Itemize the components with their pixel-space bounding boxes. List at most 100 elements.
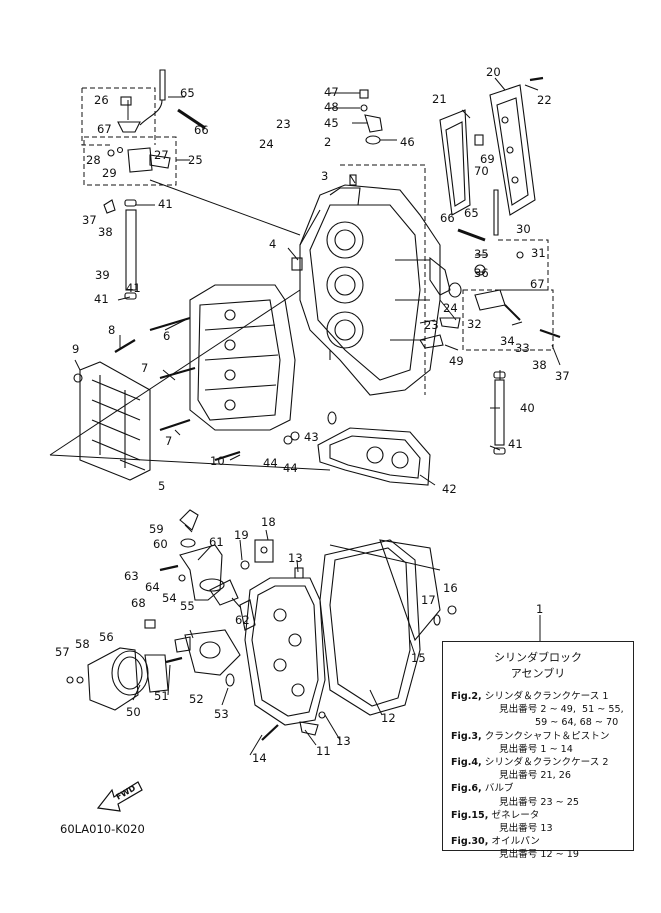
callout-54: 54 [162, 591, 177, 605]
callout-63: 63 [124, 569, 139, 583]
legend-fig: Fig.30, [451, 836, 489, 848]
callout-58: 58 [75, 637, 90, 651]
legend-sub: 見出番号 13 [499, 823, 553, 835]
callout-2: 2 [324, 135, 331, 149]
callout-44: 44 [263, 456, 278, 470]
callout-49: 49 [449, 354, 464, 368]
callout-40: 40 [520, 401, 535, 415]
callout-57: 57 [55, 645, 70, 659]
legend-sub: 見出番号 1 ~ 14 [499, 743, 573, 755]
callout-28: 28 [86, 153, 101, 167]
callout-3: 3 [321, 169, 328, 183]
lower-crankcase-assembly [66, 509, 457, 741]
callout-13: 13 [336, 734, 351, 748]
callout-61: 61 [209, 535, 224, 549]
callout-10: 10 [210, 454, 225, 468]
callout-52: 52 [189, 692, 204, 706]
callout-21: 21 [432, 92, 447, 106]
callout-43: 43 [304, 430, 319, 444]
callout-20: 20 [486, 65, 501, 79]
callout-19: 19 [234, 528, 249, 542]
legend-title: シリンダブロック アセンブリ [443, 650, 633, 682]
legend-desc: シリンダ＆クランクケース 2 [481, 757, 609, 769]
callout-32: 32 [467, 317, 482, 331]
callout-55: 55 [180, 599, 195, 613]
callout-60: 60 [153, 537, 168, 551]
callout-67: 67 [530, 277, 545, 291]
callout-35: 35 [474, 247, 489, 261]
callout-37: 37 [555, 369, 570, 383]
cylinder-block [299, 89, 441, 396]
callout-29: 29 [102, 166, 117, 180]
callout-18: 18 [261, 515, 276, 529]
callout-59: 59 [149, 522, 164, 536]
legend-fig: Fig.3, [451, 730, 482, 742]
callout-22: 22 [537, 93, 552, 107]
callout-67: 67 [97, 122, 112, 136]
callout-16: 16 [443, 581, 458, 595]
legend-desc: バルブ [481, 783, 514, 795]
callout-66: 66 [440, 211, 455, 225]
callout-64: 64 [145, 580, 160, 594]
callout-5: 5 [158, 479, 165, 493]
legend-title-line2: アセンブリ [510, 667, 566, 680]
callout-45: 45 [324, 116, 339, 130]
legend-sub: 見出番号 2 ~ 49, 51 ~ 55, [499, 704, 624, 716]
callout-36: 36 [474, 266, 489, 280]
callout-41: 41 [508, 437, 523, 451]
callout-12: 12 [381, 711, 396, 725]
callout-65: 65 [464, 206, 479, 220]
callout-44: 44 [283, 461, 298, 475]
callout-69: 69 [480, 152, 495, 166]
callout-14: 14 [252, 751, 267, 765]
callout-7: 7 [141, 361, 148, 375]
callout-4: 4 [269, 237, 276, 251]
callout-56: 56 [99, 630, 114, 644]
callout-7: 7 [165, 434, 172, 448]
legend-fig: Fig.6, [451, 783, 482, 795]
callout-8: 8 [108, 323, 115, 337]
callout-23: 23 [424, 318, 439, 332]
callout-25: 25 [188, 153, 203, 167]
callout-6: 6 [163, 329, 170, 343]
callout-38: 38 [532, 358, 547, 372]
callout-11: 11 [316, 744, 331, 758]
legend-row: Fig.15, ゼネレータ見出番号 13 [451, 809, 633, 835]
dashed-group-outlines [81, 87, 554, 395]
fwd-arrow-icon: FWD [96, 781, 143, 812]
exhaust-cover [419, 76, 561, 455]
callout-9: 9 [72, 342, 79, 356]
callout-17: 17 [421, 593, 436, 607]
callout-38: 38 [98, 225, 113, 239]
callout-34: 34 [500, 334, 515, 348]
legend-desc: オイルパン [488, 836, 540, 848]
legend-cont: 59 ~ 64, 68 ~ 70 [535, 717, 619, 729]
callout-48: 48 [324, 100, 339, 114]
callout-50: 50 [126, 705, 141, 719]
callout-39: 39 [95, 268, 110, 282]
callout-30: 30 [516, 222, 531, 236]
legend-row: Fig.6, バルブ見出番号 23 ~ 25 [451, 782, 633, 808]
legend-fig: Fig.15, [451, 809, 489, 821]
callout-37: 37 [82, 213, 97, 227]
legend-title-line1: シリンダブロック [494, 651, 582, 664]
sensor-assembly-upper-left [103, 69, 206, 300]
diagram-code: 60LA010-K020 [60, 822, 145, 836]
callout-24: 24 [259, 137, 274, 151]
crankcase [73, 257, 337, 481]
callout-65: 65 [180, 86, 195, 100]
legend-desc: ゼネレータ [488, 809, 540, 821]
callout-62: 62 [235, 613, 250, 627]
callout-1: 1 [536, 602, 543, 616]
callout-26: 26 [94, 93, 109, 107]
callout-53: 53 [214, 707, 229, 721]
callout-66: 66 [194, 123, 209, 137]
legend-sub: 見出番号 21, 26 [499, 770, 571, 782]
leader-lines [49, 77, 561, 756]
